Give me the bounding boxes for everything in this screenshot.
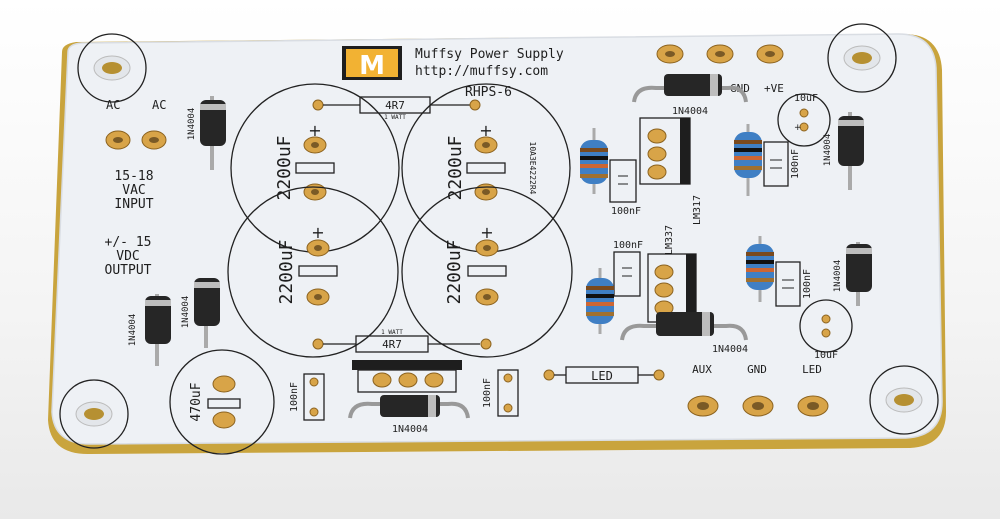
svg-text:+: +: [480, 223, 493, 242]
led-resistor-outline: [543, 366, 665, 384]
diode-bottom-label: 1N4004: [392, 424, 428, 435]
diode-input-vertical: [200, 96, 226, 170]
ac-label-left: AC: [106, 98, 120, 112]
cap-2200-top-right-label: 2200uF: [445, 135, 466, 200]
film-cap-right-bottom-label: 100nF: [802, 269, 813, 299]
film-cap-bottom-right-label: 100nF: [482, 378, 493, 408]
diode-output-left-label: 1N4004: [128, 314, 138, 347]
rail-positive-label: +VE: [764, 82, 784, 95]
ac-input-pads: [105, 130, 167, 150]
top-header-pads: [656, 44, 784, 64]
logo-letter: M: [359, 51, 385, 81]
regulator-bottom: [352, 360, 462, 393]
connector-gnd-label: GND: [747, 363, 767, 376]
input-label: INPUT: [114, 197, 153, 212]
diode-input-label: 1N4004: [187, 108, 197, 141]
resistor-blue-lower-right: [746, 236, 774, 302]
output-connector-pads: [687, 395, 829, 417]
resistor-blue-lower-left: [586, 268, 614, 334]
regulator-lm317-label: LM317: [692, 195, 703, 225]
diode-mid-horizontal-label: 1N4004: [712, 344, 748, 355]
led-resistor-label: LED: [591, 369, 613, 383]
board-title: Muffsy Power Supply: [415, 47, 564, 62]
diode-output-right-label: 1N4004: [181, 296, 191, 329]
film-cap-right-top: [763, 141, 789, 187]
regulator-lm337: [647, 253, 697, 323]
connector-aux-label: AUX: [692, 363, 712, 376]
input-voltage: 15-18: [114, 169, 153, 184]
film-cap-right-bottom: [775, 261, 801, 307]
cap-10uf-bottom-label: 10uF: [814, 350, 838, 361]
input-type: VAC: [122, 183, 145, 198]
diode-right-top-label: 1N4004: [823, 134, 833, 167]
board-url: http://muffsy.com: [415, 64, 548, 79]
cap-2200-bottom-right-label: 2200uF: [444, 239, 465, 304]
diode-output-right: [194, 278, 220, 348]
resistor-top-value: 4R7: [385, 99, 405, 112]
ac-label-right: AC: [152, 98, 166, 112]
film-cap-mid-bottom-label: 100nF: [613, 240, 643, 251]
film-cap-bottom-left: [303, 373, 325, 421]
output-type: VDC: [116, 249, 139, 264]
resistor-bottom-value: 4R7: [382, 338, 402, 351]
diode-output-left: [145, 294, 171, 366]
cap-470: [169, 349, 275, 455]
diode-right-top: [838, 112, 864, 190]
cap-2200-bottom-left-label: 2200uF: [276, 239, 297, 304]
diode-right-bottom: [846, 242, 872, 306]
film-cap-mid-top-label: 100nF: [611, 206, 641, 217]
regulator-lm317: [639, 117, 691, 185]
output-label: OUTPUT: [105, 263, 152, 278]
board-model: RHPS-6: [465, 85, 512, 100]
cap-10uf-top: +: [777, 93, 831, 147]
diode-mid-horizontal: [620, 312, 748, 341]
cap-10uf-top-label: 10uF: [794, 93, 818, 104]
diode-top-horizontal: [632, 74, 748, 103]
film-cap-mid-top: [609, 159, 637, 203]
diode-right-bottom-label: 1N4004: [833, 260, 843, 293]
regulator-lm337-label: LM337: [664, 225, 675, 255]
mounting-hole-bottom-left: [59, 379, 129, 449]
board-surface: [51, 33, 943, 445]
resistor-bottom-outline: [312, 335, 492, 353]
mounting-hole-top-left: [77, 33, 147, 103]
svg-text:+: +: [311, 223, 324, 242]
film-cap-mid-bottom: [613, 251, 641, 297]
svg-text:+: +: [479, 121, 492, 140]
film-cap-right-top-label: 100nF: [790, 149, 801, 179]
connector-led-label: LED: [802, 363, 822, 376]
resistor-bottom-rating: 1 WATT: [381, 329, 403, 336]
resistor-blue-upper-left: [580, 128, 608, 194]
diode-bottom: [348, 395, 470, 419]
muffsy-logo: M: [342, 46, 402, 81]
cap-470-label: 470uF: [189, 382, 204, 421]
resistor-top-rating: 1 WATT: [384, 114, 406, 121]
output-voltage: +/- 15: [105, 235, 152, 250]
mounting-hole-bottom-right: [869, 365, 939, 435]
film-cap-bottom-left-label: 100nF: [289, 382, 300, 412]
resistor-blue-upper-right: [734, 124, 762, 196]
cap-10uf-bottom: [799, 299, 853, 353]
resistor-top-outline: [312, 96, 481, 114]
diode-top-horizontal-label: 1N4004: [672, 106, 708, 117]
mounting-hole-top-right: [827, 23, 897, 93]
cap-2200-top-left-label: 2200uF: [274, 135, 295, 200]
svg-text:+: +: [794, 123, 802, 133]
film-cap-bottom-right: [497, 369, 519, 417]
cap-2200-bottom-right: +: [401, 186, 573, 358]
cap-2200-bottom-left: +: [227, 186, 399, 358]
svg-text:+: +: [308, 121, 321, 140]
cap-part-number: 10A3E4222R4: [528, 142, 537, 195]
